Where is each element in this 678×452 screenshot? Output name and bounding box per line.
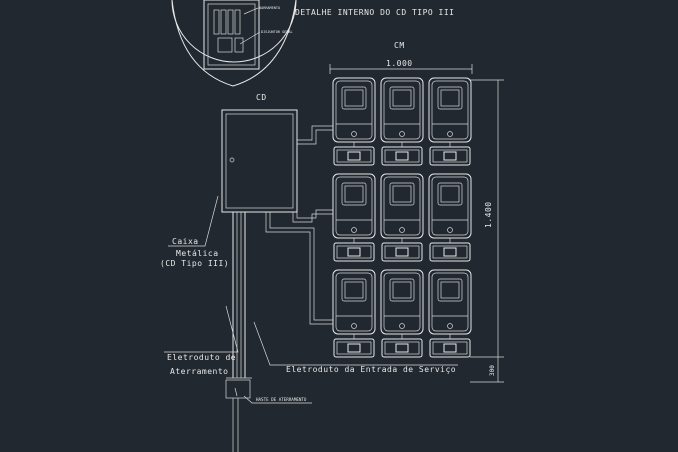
detail-circle: BARRAMENTO DISJUNTOR GERAL [171,0,297,87]
dim-width-label: 1.000 [386,59,413,68]
meter-unit [380,269,424,358]
annotations: Caixa Metálica (CD Tipo III) Eletroduto … [160,195,458,404]
meter-unit [428,77,472,166]
eletroduto-entrada-label: Eletroduto da Entrada de Serviço [286,365,456,374]
meter-unit [428,173,472,262]
entrance-conduit [225,212,252,452]
haste-label: HASTE DE ATERRAMENTO [256,397,307,402]
caixa-label-2: Metálica [176,249,219,258]
caixa-label-1: Caixa [172,237,199,246]
cd-label: CD [256,93,267,102]
meter-unit [332,173,376,262]
meter-grid [332,77,472,358]
meter-unit [380,173,424,262]
meter-unit [332,77,376,166]
meter-unit [380,77,424,166]
caixa-label-3: (CD Tipo III) [160,259,229,268]
dim-height-label: 1.400 [484,201,493,228]
detail-note-breaker: DISJUNTOR GERAL [261,30,293,34]
meter-unit [428,269,472,358]
meter-unit [332,269,376,358]
cd-box [221,109,298,213]
detail-note-busbar: BARRAMENTO [259,6,280,10]
conduits [265,125,333,325]
detail-title: DETALHE INTERNO DO CD TIPO III [295,8,455,17]
height-dimension: 1.400 300 [470,79,504,383]
eletroduto-aterramento-2: Aterramento [170,367,228,376]
dim-small-label: 300 [489,365,496,376]
cm-label: CM [394,41,405,50]
width-dimension: 1.000 [329,59,473,74]
eletroduto-aterramento-1: Eletroduto de [167,353,236,362]
